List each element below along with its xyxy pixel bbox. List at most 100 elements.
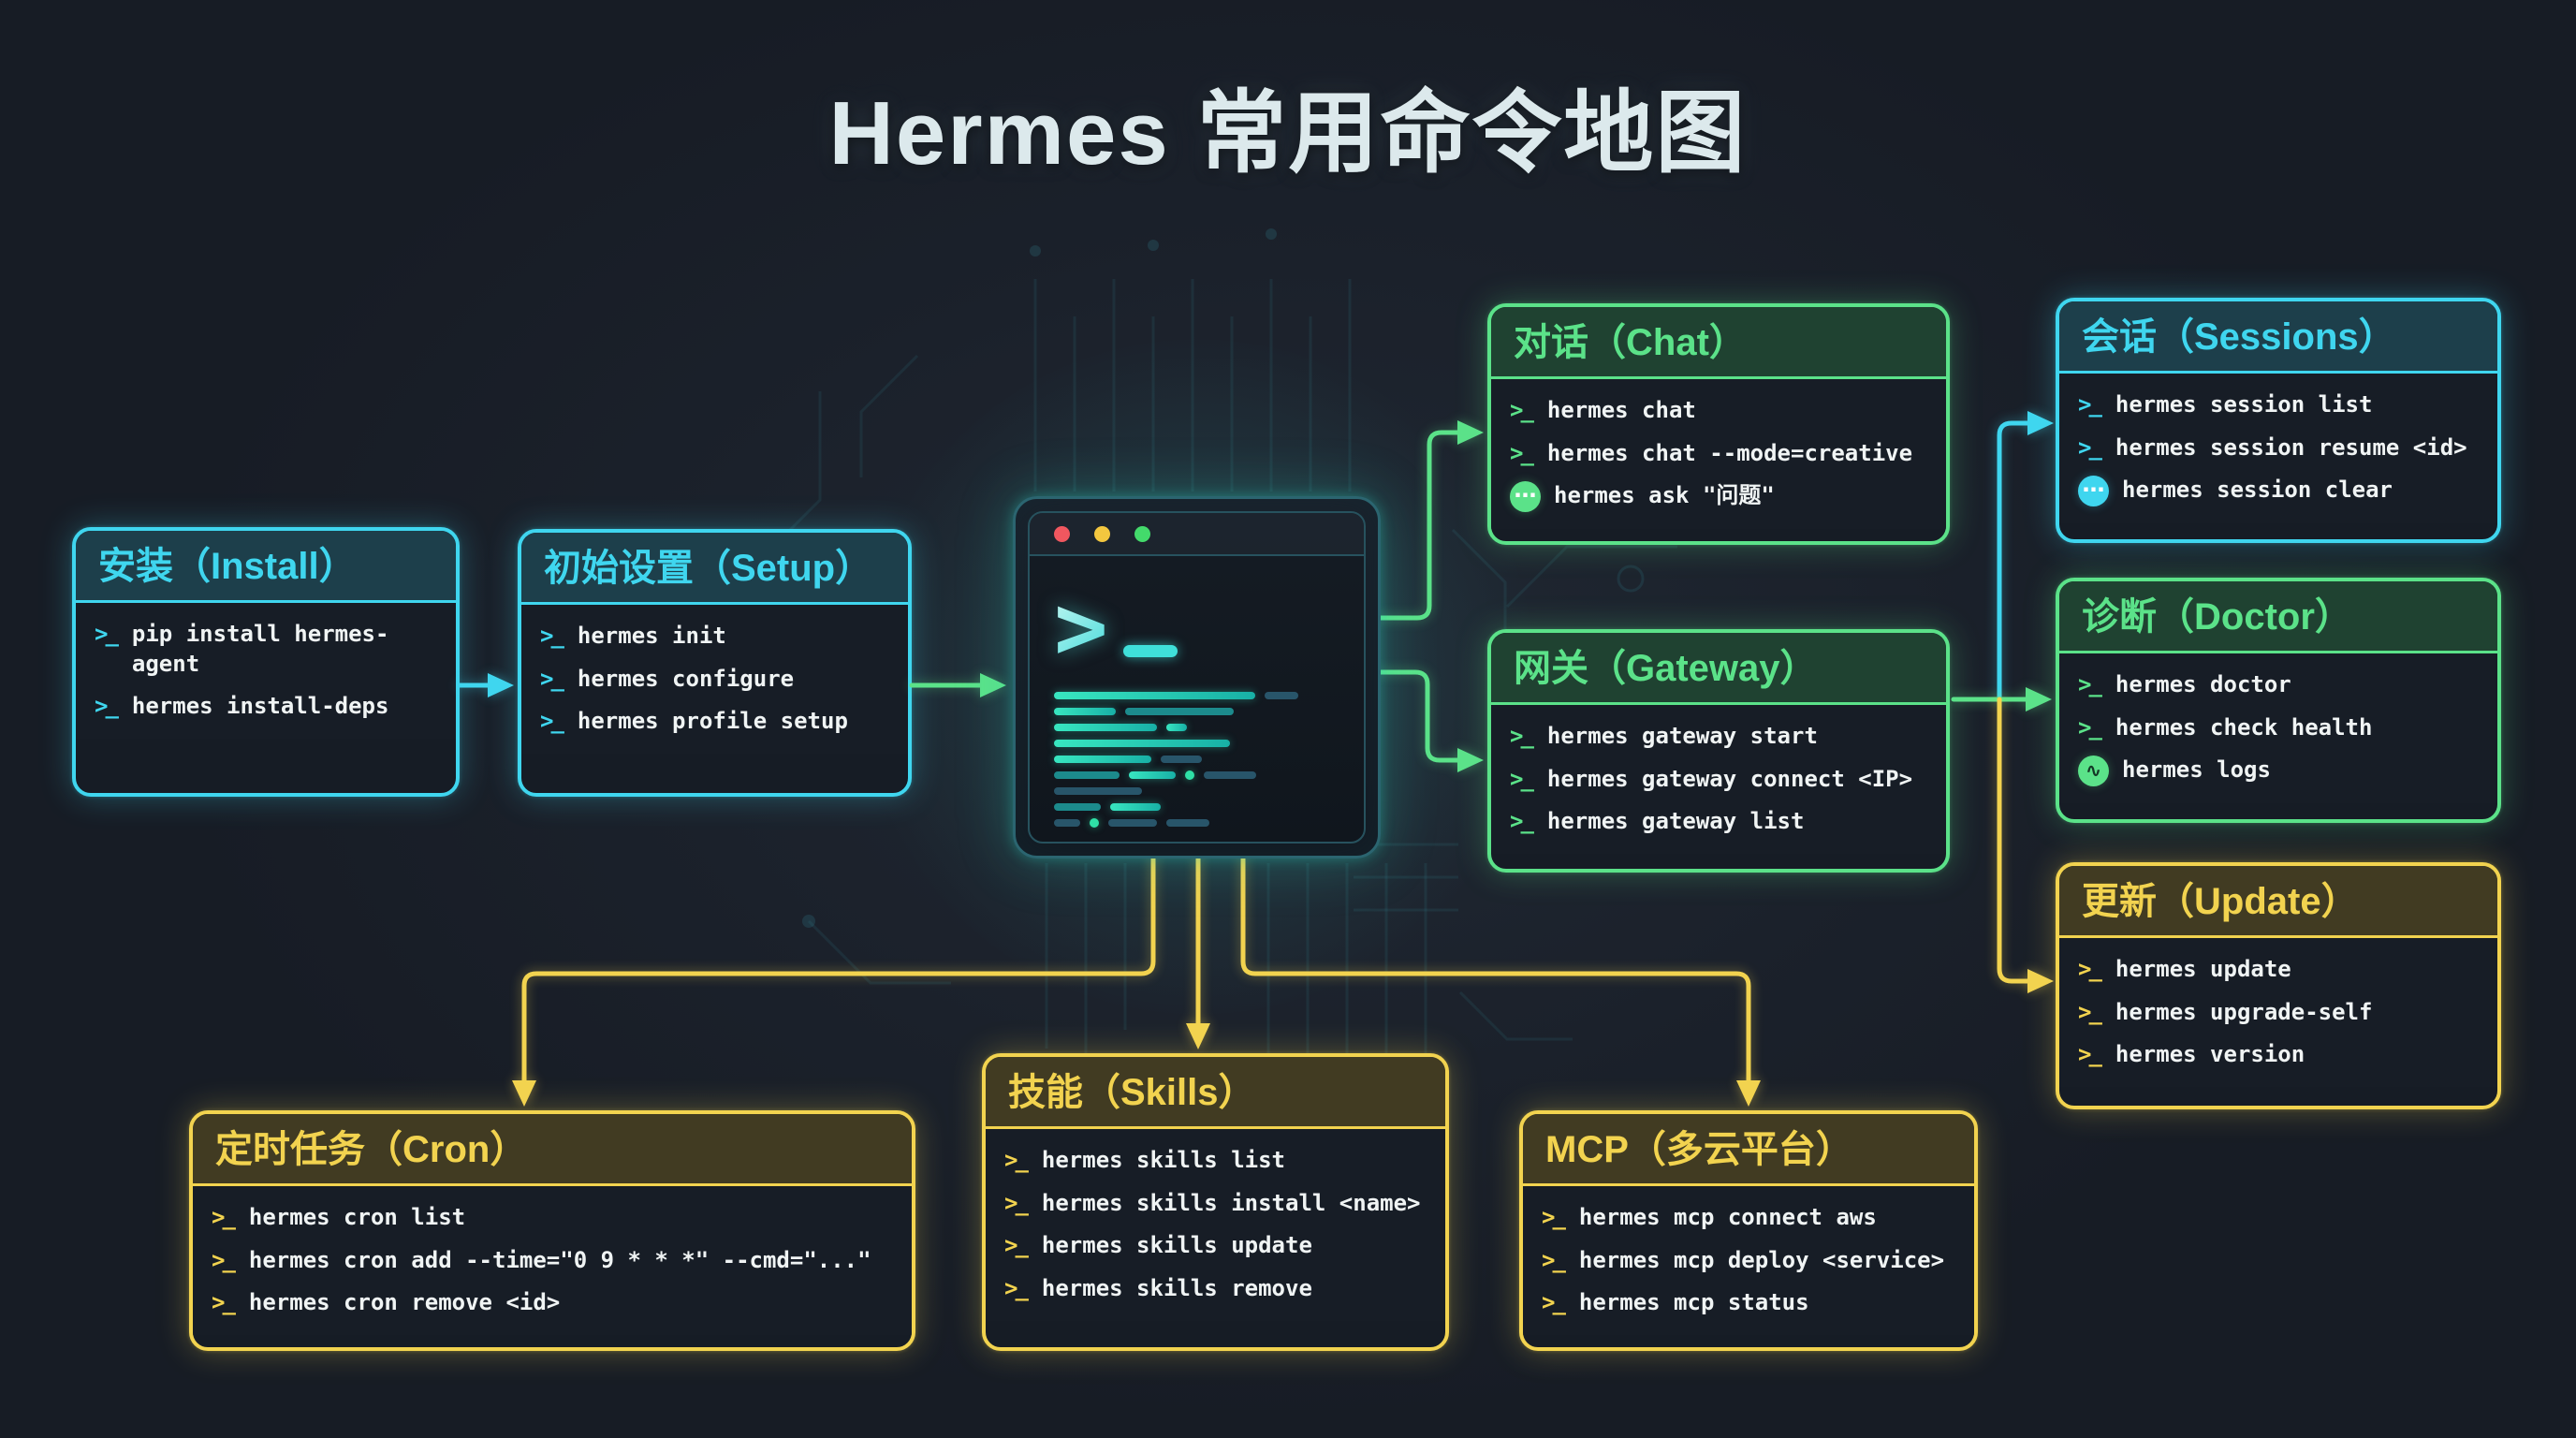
command-line: >_hermes skills remove (1004, 1274, 1427, 1304)
prompt-icon: >_ (2078, 998, 2102, 1025)
box-gateway: 网关（Gateway）>_hermes gateway start>_herme… (1487, 629, 1950, 873)
box-chat: 对话（Chat）>_hermes chat>_hermes chat --mod… (1487, 303, 1950, 545)
terminal-code-lines (1054, 691, 1339, 828)
command-text: hermes mcp deploy <service> (1578, 1246, 1945, 1273)
terminal-prompt-icon: > (1054, 574, 1108, 680)
box-gateway-commands: >_hermes gateway start>_hermes gateway c… (1491, 705, 1946, 855)
box-skills: 技能（Skills）>_hermes skills list>_hermes s… (982, 1053, 1449, 1351)
terminal-code-row (1054, 755, 1339, 763)
command-text: hermes chat (1546, 397, 1696, 423)
prompt-icon: >_ (2078, 391, 2102, 418)
box-sessions-commands: >_hermes session list>_hermes session re… (2059, 374, 2497, 524)
command-line: >_hermes cron add --time="0 9 * * *" --c… (212, 1246, 893, 1276)
box-cron-title: 定时任务（Cron） (193, 1114, 912, 1186)
command-line: >_hermes version (2078, 1040, 2479, 1070)
command-line: >_ hermes doctor (2078, 670, 2479, 700)
chat-bubble-icon (1510, 481, 1541, 513)
command-text: hermes session list (2115, 391, 2373, 418)
pulse-icon (2078, 756, 2109, 787)
command-text: hermes ask "问题" (1554, 482, 1775, 509)
prompt-icon: >_ (2078, 671, 2102, 697)
prompt-icon: >_ (2078, 433, 2102, 461)
code-segment (1108, 818, 1157, 827)
command-line: >_ hermes mcp deploy <service> (1542, 1246, 1955, 1276)
box-install-commands: >_ pip install hermes-agent >_hermes insta… (76, 603, 456, 740)
box-cron-commands: >_ hermes cron list >_hermes cron add --ti… (193, 1186, 912, 1336)
command-text: hermes mcp connect aws (1578, 1204, 1877, 1230)
command-line: >_ hermes session resume <id> (2078, 433, 2479, 463)
chat-bubble-icon (2078, 476, 2109, 507)
traffic-light-close (1054, 525, 1070, 542)
code-segment (1129, 770, 1176, 779)
code-segment (1204, 770, 1256, 779)
connector-terminal-to-cron (512, 856, 1156, 1107)
command-line: >_hermes gateway list (1510, 807, 1927, 837)
command-text: hermes session clear (2122, 477, 2393, 504)
terminal-window: > (1013, 496, 1381, 858)
box-doctor: 诊断（Doctor）>_hermes doctor>_hermes check … (2056, 578, 2501, 823)
command-line: >_hermes check health (2078, 713, 2479, 743)
box-setup: 初始设置（Setup）>_hermes init>_hermes configu… (518, 529, 912, 797)
command-text: hermes doctor (2115, 671, 2291, 697)
terminal-screen: > (1030, 556, 1364, 828)
code-segment (1054, 691, 1255, 699)
command-text: hermes check health (2115, 713, 2373, 741)
box-mcp-title: MCP（多云平台） (1523, 1114, 1974, 1186)
command-line: >_hermes chat (1510, 396, 1927, 426)
prompt-icon: >_ (1542, 1204, 1566, 1230)
code-segment (1054, 723, 1157, 731)
command-line: hermes logs (2078, 756, 2479, 787)
prompt-icon: >_ (1510, 765, 1534, 792)
prompt-icon: >_ (95, 621, 119, 647)
code-segment (1125, 707, 1234, 715)
command-line: >_hermes mcp status (1542, 1288, 1955, 1318)
connector-terminal-to-mcp (1240, 856, 1761, 1107)
code-segment (1185, 770, 1194, 780)
terminal-cursor-icon (1122, 645, 1178, 657)
terminal-titlebar (1030, 513, 1364, 556)
prompt-icon: >_ (540, 623, 564, 649)
command-text: hermes session resume <id> (2115, 433, 2467, 461)
box-chat-title: 对话（Chat） (1491, 307, 1946, 379)
command-line: >_ hermes session list (2078, 390, 2479, 420)
terminal-code-row (1054, 817, 1339, 828)
terminal-code-row (1054, 707, 1339, 715)
traffic-lights (1054, 525, 1150, 542)
command-text: hermes cron remove <id> (248, 1289, 561, 1316)
prompt-icon: >_ (2078, 956, 2102, 982)
connector-terminal-to-gateway (1378, 669, 1484, 772)
command-text: hermes logs (2122, 756, 2271, 784)
command-text: hermes update (2115, 956, 2291, 982)
command-text: hermes skills install <name> (1041, 1189, 1421, 1216)
prompt-icon: >_ (212, 1204, 236, 1230)
terminal-code-row (1054, 739, 1339, 747)
prompt-icon: >_ (540, 708, 564, 735)
box-sessions: 会话（Sessions）>_hermes session list>_herme… (2056, 298, 2501, 543)
command-line: >_ hermes init (540, 622, 889, 652)
code-segment (1265, 691, 1298, 699)
prompt-icon: >_ (1004, 1147, 1029, 1173)
code-segment (1054, 786, 1142, 795)
command-text: hermes install-deps (131, 693, 389, 720)
command-text: hermes init (577, 623, 726, 649)
command-text: hermes cron list (248, 1204, 466, 1230)
command-line: >_hermes skills update (1004, 1231, 1427, 1261)
code-segment (1054, 755, 1151, 763)
command-text: pip install hermes-agent (131, 621, 389, 677)
prompt-icon: >_ (1510, 808, 1534, 835)
command-text: hermes gateway start (1546, 723, 1818, 749)
command-text: hermes cron add --time="0 9 * * *" --cmd… (248, 1246, 871, 1273)
terminal-frame: > (1028, 511, 1366, 844)
box-skills-title: 技能（Skills） (986, 1057, 1445, 1129)
code-segment (1166, 723, 1187, 731)
command-line: hermes session clear (2078, 476, 2479, 507)
prompt-icon: >_ (1542, 1246, 1566, 1273)
prompt-icon: >_ (1004, 1232, 1029, 1259)
command-line: >_hermes install-deps (95, 692, 437, 722)
command-line: >_ hermes mcp connect aws (1542, 1203, 1955, 1233)
command-line: >_ hermes update (2078, 955, 2479, 985)
command-text: hermes profile setup (577, 708, 848, 735)
page-title: Hermes 常用命令地图 (828, 83, 1748, 183)
